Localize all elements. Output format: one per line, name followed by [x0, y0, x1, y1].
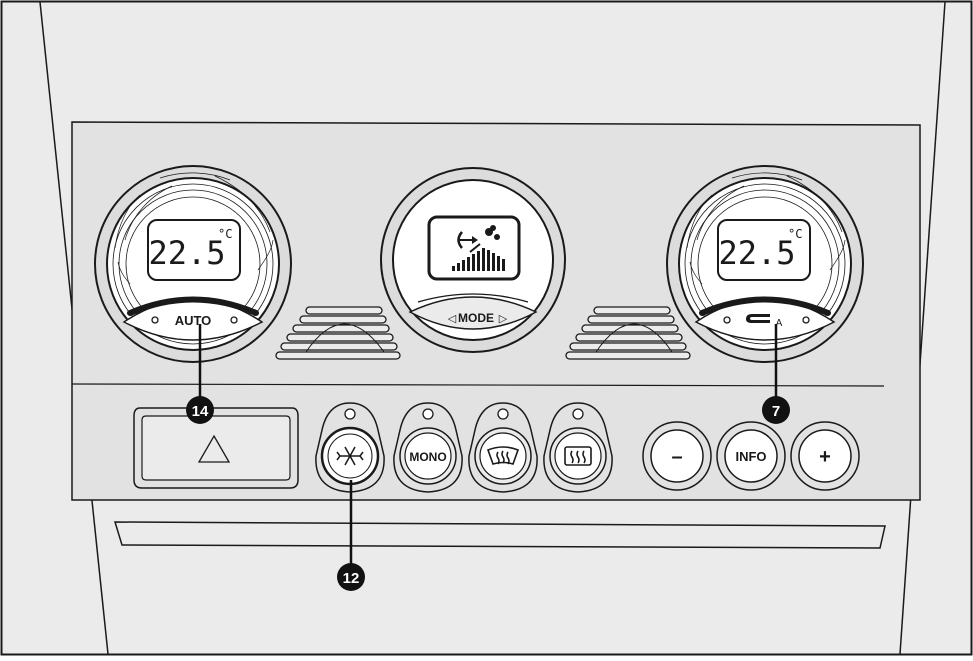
ac-button[interactable] — [315, 402, 385, 493]
ac-indicator-led — [344, 408, 356, 420]
center-mode-dial[interactable]: ◁ MODE ▷ — [380, 167, 566, 353]
auto-button-label[interactable]: AUTO — [175, 313, 212, 328]
recirculation-icon[interactable] — [746, 314, 770, 323]
rear-window-defrost-icon — [564, 446, 592, 466]
mode-button-bezel — [417, 293, 529, 303]
left-button-bezel — [127, 296, 259, 316]
right-dial-glow-lines — [686, 172, 846, 285]
right-indicator-led-right — [802, 316, 810, 324]
right-temperature-dial[interactable]: 22.5 °C A — [666, 165, 864, 363]
left-indicator-led-left — [151, 316, 159, 324]
rear-indicator-led — [572, 408, 584, 420]
right-temperature-readout: 22.5 — [718, 234, 795, 272]
callout-7: 7 — [762, 324, 790, 424]
left-temperature-readout: 22.5 — [148, 234, 225, 272]
callout-14-number: 14 — [192, 403, 209, 420]
callout-12-number: 12 — [343, 570, 360, 587]
right-air-vent — [565, 306, 691, 360]
minus-button[interactable]: – — [642, 421, 712, 491]
rear-window-defrost-button[interactable] — [543, 402, 613, 493]
right-indicator-led-left — [723, 316, 731, 324]
windscreen-indicator-led — [497, 408, 509, 420]
airflow-fan-icon — [452, 225, 505, 271]
plus-button-label[interactable]: + — [819, 446, 831, 468]
callout-7-number: 7 — [772, 403, 780, 420]
mode-button-label[interactable]: MODE — [458, 311, 494, 325]
mono-button[interactable]: MONO — [393, 402, 463, 493]
mode-left-arrow[interactable]: ◁ — [448, 313, 457, 325]
panel-divider-line — [71, 383, 885, 387]
mode-right-arrow[interactable]: ▷ — [499, 313, 508, 325]
recirculation-auto-label[interactable]: A — [776, 318, 783, 329]
hazard-warning-button[interactable] — [133, 407, 299, 489]
info-button[interactable]: INFO — [716, 421, 786, 491]
windscreen-defrost-button[interactable] — [468, 402, 538, 493]
mono-indicator-led — [422, 408, 434, 420]
minus-button-label[interactable]: – — [671, 446, 682, 468]
left-indicator-led-right — [230, 316, 238, 324]
right-button-bezel — [699, 296, 831, 316]
left-lcd-display — [147, 219, 241, 281]
mono-button-label[interactable]: MONO — [409, 450, 446, 464]
windscreen-defrost-icon — [486, 446, 520, 465]
warning-triangle-icon — [197, 434, 231, 463]
callout-14: 14 — [186, 324, 214, 424]
right-lcd-display — [717, 219, 811, 281]
left-temperature-unit: °C — [218, 227, 232, 241]
snowflake-icon — [336, 446, 364, 466]
lower-trim-strip — [113, 521, 886, 549]
left-air-vent — [275, 306, 401, 360]
left-dial-glow-lines — [114, 172, 274, 285]
right-temperature-unit: °C — [788, 227, 802, 241]
dash-right-edge — [899, 1, 946, 655]
callout-12: 12 — [337, 480, 365, 591]
info-button-label[interactable]: INFO — [735, 449, 766, 464]
left-temperature-dial[interactable]: 22.5 °C AUTO — [94, 165, 292, 363]
plus-button[interactable]: + — [790, 421, 860, 491]
